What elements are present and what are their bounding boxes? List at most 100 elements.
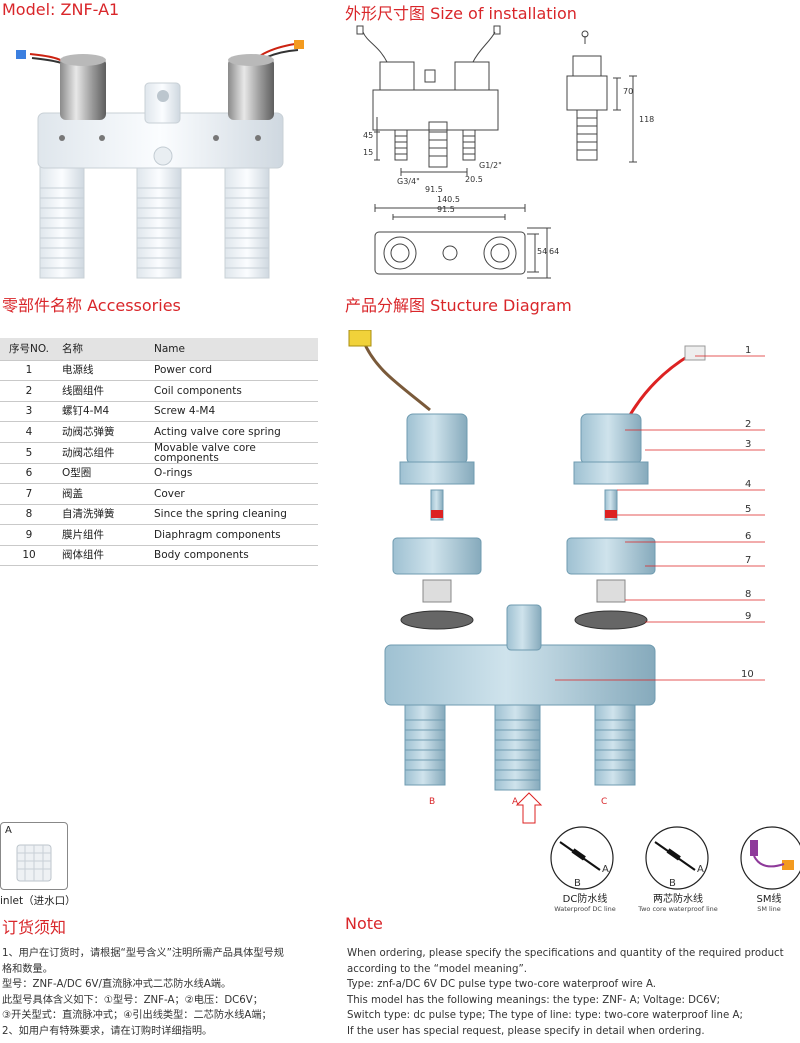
row-name-en: Diaphragm components (150, 524, 318, 546)
row-name-en: Coil components (150, 380, 318, 402)
header-cn: 名称 (58, 338, 150, 361)
inlet-letter: A (5, 825, 12, 836)
table-header-row: 序号NO. 名称 Name (0, 338, 318, 361)
svg-text:54: 54 (537, 247, 547, 256)
callout-7: 7 (745, 555, 751, 566)
svg-text:B: B (574, 878, 581, 889)
row-name-cn: 线圈组件 (58, 380, 150, 402)
ordering-text-cn: 1、用户在订货时，请根据“型号含义”注明所需产品具体型号规格和数量。型号：ZNF… (2, 946, 332, 1040)
text-line: ③开关型式：直流脉冲式；④引出线类型：二芯防水线A端； (2, 1010, 272, 1022)
port-a-label: A (512, 797, 519, 807)
callout-3: 3 (745, 439, 751, 450)
callout-8: 8 (745, 589, 751, 600)
header-no: 序号NO. (0, 338, 58, 361)
row-name-en: Cover (150, 483, 318, 505)
row-no: 4 (0, 421, 58, 443)
row-no: 7 (0, 483, 58, 505)
row-name-cn: 自清洗弹簧 (58, 504, 150, 525)
port-c-label: C (601, 797, 607, 807)
row-name-cn: 螺钉4-M4 (58, 401, 150, 422)
callout-6: 6 (745, 531, 751, 542)
model-title: Model: ZNF-A1 (2, 0, 120, 19)
callout-2: 2 (745, 419, 751, 430)
text-line: If the user has special request, please … (347, 1025, 705, 1037)
row-name-en: Acting valve core spring (150, 421, 318, 443)
svg-text:G3/4": G3/4" (397, 177, 420, 186)
svg-text:A: A (602, 864, 609, 875)
svg-text:G1/2": G1/2" (479, 161, 502, 170)
cable-types: B A B A (550, 826, 800, 890)
note-heading: Note (345, 914, 383, 933)
text-line: 格和数量。 (2, 963, 53, 975)
row-name-en: Screw 4-M4 (150, 401, 318, 422)
svg-text:64: 64 (549, 247, 559, 256)
svg-text:91.5: 91.5 (425, 185, 443, 194)
row-name-cn: 阀体组件 (58, 545, 150, 566)
text-line: This model has the following meanings: t… (347, 994, 721, 1006)
svg-text:B: B (669, 878, 676, 889)
row-no: 10 (0, 545, 58, 566)
note-text-en: When ordering, please specify the specif… (347, 946, 797, 1040)
row-no: 9 (0, 524, 58, 546)
row-name-cn: 阀盖 (58, 483, 150, 505)
svg-text:A: A (697, 864, 704, 875)
row-no: 3 (0, 401, 58, 422)
text-line: Switch type: dc pulse type; The type of … (347, 1010, 743, 1022)
row-no: 1 (0, 360, 58, 381)
row-no: 5 (0, 442, 58, 464)
text-line: according to the “model meaning”. (347, 963, 527, 975)
callout-1: 1 (745, 345, 751, 356)
port-b-label: B (429, 797, 435, 807)
ordering-heading: 订货须知 (2, 918, 67, 937)
text-line: Type: znf-a/DC 6V DC pulse type two-core… (347, 979, 657, 991)
row-name-cn: 电源线 (58, 360, 150, 381)
text-line: 此型号具体含义如下：①型号：ZNF-A；②电压：DC6V； (2, 994, 263, 1006)
accessories-heading: 零部件名称 Accessories (2, 296, 181, 315)
row-name-en: Since the spring cleaning (150, 504, 318, 525)
row-name-en: Body components (150, 545, 318, 566)
svg-text:91.5: 91.5 (437, 205, 455, 214)
inlet-caption: inlet（进水口） (0, 895, 76, 907)
row-name-en: Power cord (150, 360, 318, 381)
text-line: 2、如用户有特殊要求，请在订购时详细指明。 (2, 1025, 213, 1037)
text-line: When ordering, please specify the specif… (347, 948, 784, 959)
inlet-thumbnail: A (0, 822, 68, 890)
row-name-cn: 膜片组件 (58, 524, 150, 546)
svg-text:118: 118 (639, 115, 654, 124)
row-no: 8 (0, 504, 58, 525)
row-name-en: O-rings (150, 463, 318, 484)
callout-9: 9 (745, 611, 751, 622)
text-line: 1、用户在订货时，请根据“型号含义”注明所需产品具体型号规 (2, 948, 284, 959)
text-line: 型号：ZNF-A/DC 6V/直流脉冲式二芯防水线A端。 (2, 979, 232, 991)
row-name-cn: 动阀芯组件 (58, 442, 150, 464)
svg-text:70: 70 (623, 87, 633, 96)
row-name-cn: 动阀芯弹簧 (58, 421, 150, 443)
header-en: Name (150, 338, 318, 361)
svg-text:20.5: 20.5 (465, 175, 483, 184)
row-no: 6 (0, 463, 58, 484)
callout-10: 10 (741, 669, 754, 680)
row-name-cn: O型圈 (58, 463, 150, 484)
svg-text:15: 15 (363, 148, 373, 157)
installation-heading: 外形尺寸图 Size of installation (345, 4, 577, 23)
svg-text:45: 45 (363, 131, 373, 140)
row-name-en: Movable valve core components (150, 442, 318, 464)
inlet-icon (16, 844, 52, 882)
row-no: 2 (0, 380, 58, 402)
product-photo (16, 40, 304, 279)
callout-5: 5 (745, 504, 751, 515)
installation-drawing: 45 15 G3/4" 91.5 20.5 G1/2" 70 118 140.5… (356, 25, 654, 279)
